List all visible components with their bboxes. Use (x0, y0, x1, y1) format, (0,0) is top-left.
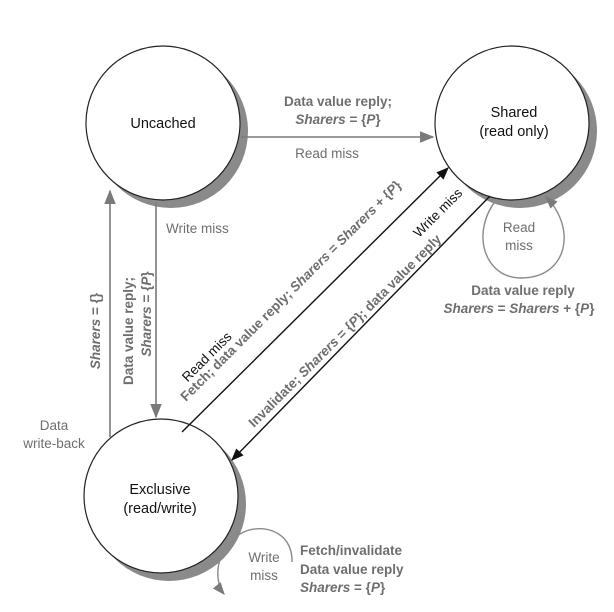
label-u2e-write-miss: Write miss (166, 221, 229, 236)
label-s2e-invalidate: Invalidate; Sharers = {P}; data value re… (245, 231, 444, 430)
label-shared-reply: Data value reply (471, 283, 575, 298)
label-exclusive-reply: Data value reply (300, 562, 404, 577)
state-uncached: Uncached (85, 45, 248, 208)
shared-circle (434, 45, 590, 201)
label-exclusive-self-write: Write (248, 550, 279, 565)
exclusive-label: Exclusive (129, 482, 190, 498)
exclusive-sublabel: (read/write) (123, 501, 196, 517)
state-exclusive: Exclusive (read/write) (83, 418, 246, 581)
label-e2u-sharers: Sharers = {} (88, 292, 103, 369)
label-e2u-write-back: write-back (22, 436, 85, 451)
uncached-label: Uncached (130, 116, 195, 132)
exclusive-circle (83, 418, 239, 574)
uncached-circle (85, 45, 241, 201)
shared-label: Shared (491, 105, 538, 121)
loop-shared-read-miss (482, 196, 565, 279)
label-u2s-reply: Data value reply; (284, 94, 392, 109)
label-exclusive-sharers: Sharers = {P} (300, 580, 386, 595)
label-exclusive-self-miss: miss (250, 568, 278, 583)
label-shared-sharers: Sharers = Sharers + {P} (444, 301, 596, 316)
label-e2u-data: Data (40, 418, 69, 433)
arrow-shared-to-exclusive (231, 195, 491, 461)
label-u2e-reply: Data value reply; (121, 277, 136, 385)
label-u2e-sharers: Sharers = {P} (139, 271, 154, 357)
label-e2s-fetch: Fetch; data value reply; Sharers = Share… (178, 177, 405, 404)
state-shared: Shared (read only) (434, 45, 597, 208)
label-u2s-read-miss: Read miss (295, 146, 359, 161)
label-shared-self-read: Read (503, 220, 535, 235)
loop-exclusive-write-miss (212, 528, 293, 595)
shared-sublabel: (read only) (479, 124, 548, 140)
label-u2s-sharers: Sharers = {P} (295, 112, 381, 127)
arrow-exclusive-to-shared (181, 167, 449, 433)
label-exclusive-fetch: Fetch/invalidate (300, 543, 403, 558)
label-s2e-write-miss: Write miss (410, 185, 465, 240)
label-shared-self-miss: miss (505, 238, 533, 253)
